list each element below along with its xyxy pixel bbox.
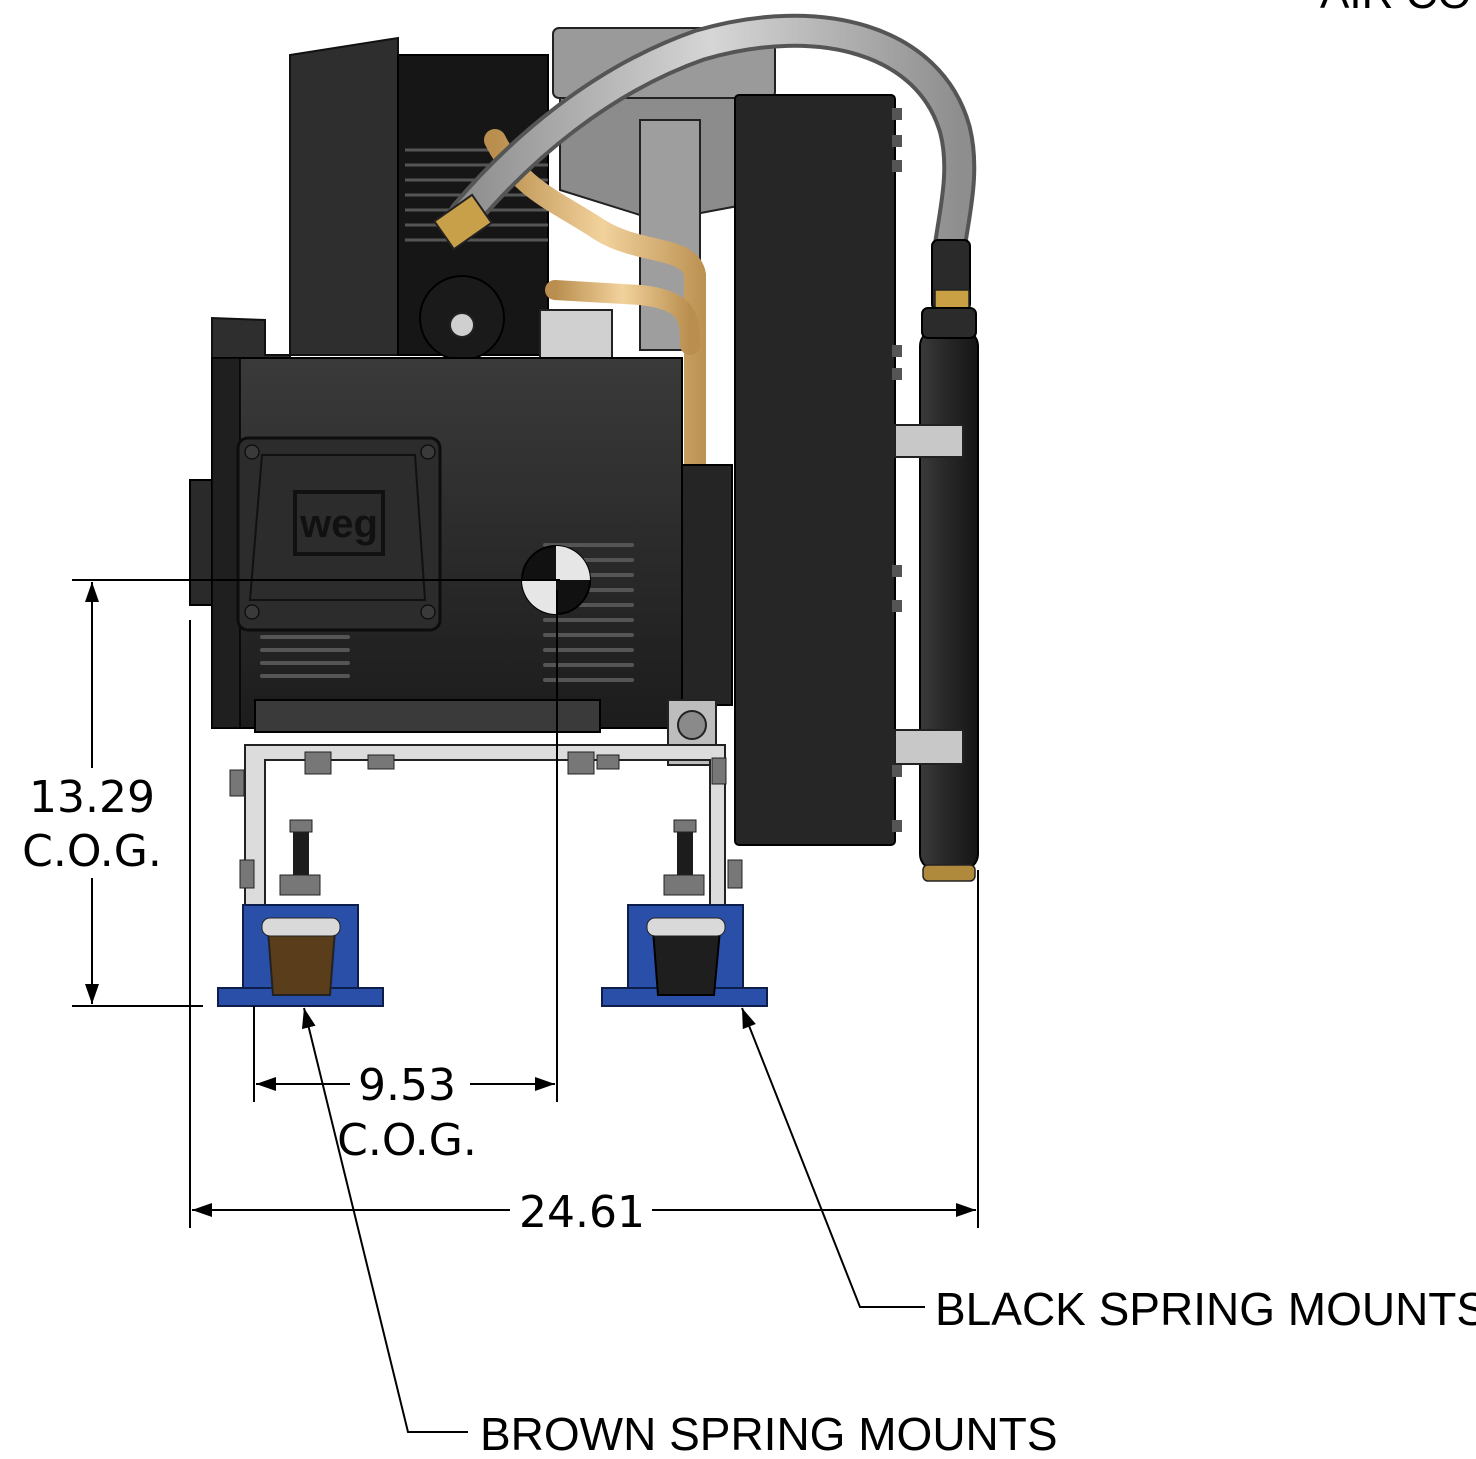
brown-spring-mounts-label: BROWN SPRING MOUNTS <box>480 1408 1058 1459</box>
black-spring-mount <box>601 819 768 1007</box>
flywheel-bolt <box>449 312 475 338</box>
width-cog-suffix: C.O.G. <box>337 1115 477 1166</box>
motor-vents-left <box>260 635 350 678</box>
aftercooler-panel <box>734 94 896 846</box>
receiver-tank <box>919 329 979 871</box>
black-spring-mounts-label: BLACK SPRING MOUNTS <box>935 1283 1476 1335</box>
motor-vents-right <box>543 543 634 682</box>
dimension-lines <box>72 579 979 1433</box>
frame-bolts <box>229 751 743 889</box>
jbox-screw-br <box>420 604 436 620</box>
width-cog-value: 9.53 <box>358 1060 456 1111</box>
motor-foot <box>254 699 601 733</box>
motor-frame-left <box>211 357 241 729</box>
junction-box-bevel <box>248 454 427 601</box>
brown-spring-mount <box>217 819 384 1007</box>
tank-cap-top <box>921 307 977 339</box>
weg-logo: weg <box>299 502 378 546</box>
weg-logo-box <box>293 490 385 556</box>
junction-box <box>236 436 442 632</box>
tank-clamp-upper <box>894 424 964 458</box>
compressor-illustration: weg <box>189 13 979 1007</box>
copper-pipe-lower <box>545 280 700 355</box>
bracket-fitting <box>677 710 707 740</box>
jbox-screw-tl <box>244 444 260 460</box>
jbox-screw-bl <box>244 604 260 620</box>
panel-bolts <box>892 108 902 832</box>
braided-hose-highlight <box>452 17 973 258</box>
hose-fitting-left <box>433 193 493 251</box>
tank-clamp-lower <box>894 729 964 765</box>
header-title: AIR CO <box>1320 0 1472 18</box>
jbox-screw-tr <box>420 444 436 460</box>
tank-cap-bottom <box>922 864 976 882</box>
coupling-housing <box>681 464 733 706</box>
overall-width-value: 24.61 <box>519 1187 645 1238</box>
height-cog-value: 13.29 <box>29 772 155 823</box>
belt-guard-shroud <box>211 36 399 361</box>
pressure-switch <box>539 309 613 359</box>
height-cog-suffix: C.O.G. <box>22 826 162 877</box>
